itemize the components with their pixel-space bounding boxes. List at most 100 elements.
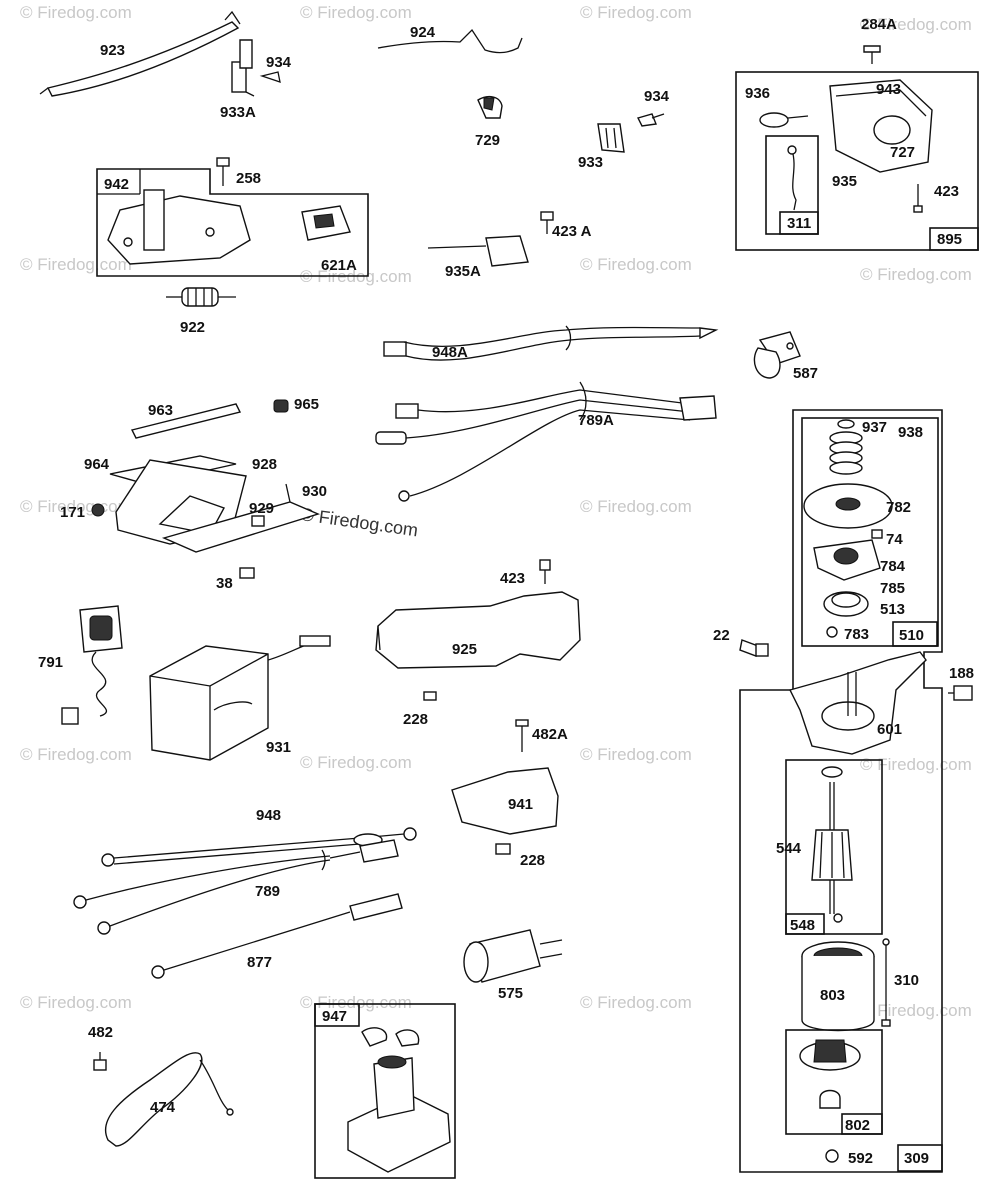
- assembly-548-box: [785, 759, 883, 935]
- watermark: © Firedog.com: [580, 745, 692, 764]
- label-877: 877: [247, 954, 272, 971]
- label-474: 474: [150, 1099, 176, 1116]
- part-929-screw-illustration: [251, 515, 265, 527]
- assembly-802-box: [785, 1029, 883, 1135]
- label-311: 311: [787, 215, 811, 232]
- label-947: 947: [322, 1008, 347, 1025]
- label-789A: 789A: [578, 412, 614, 429]
- label-928: 928: [252, 456, 277, 473]
- part-544-armature-illustration: [811, 766, 853, 923]
- label-933A: 933A: [220, 104, 256, 121]
- watermark: © Firedog.com: [860, 265, 972, 284]
- part-937-spring-illustration: [829, 431, 863, 475]
- part-931-battery-illustration: [149, 635, 331, 761]
- part-925-cover-illustration: [375, 559, 581, 669]
- watermark: © Firedog.com: [300, 3, 412, 22]
- part-783-illustration: [826, 626, 838, 638]
- part-934-screw-illustration: [259, 71, 281, 83]
- label-938: 938: [898, 424, 923, 441]
- part-74-screw-illustration: [871, 529, 883, 539]
- part-936-illustration: [759, 112, 809, 128]
- part-575-solenoid-illustration: [463, 929, 563, 983]
- mid-watermark: © Firedog.com: [299, 504, 419, 540]
- part-802-endcap-illustration: [799, 1039, 861, 1109]
- watermark: © Firedog.com: [580, 3, 692, 22]
- part-587-clip-illustration: [753, 331, 801, 379]
- label-930: 930: [302, 483, 327, 500]
- watermark: © Firedog.com: [860, 15, 972, 34]
- watermark: © Firedog.com: [20, 993, 132, 1012]
- label-802: 802: [845, 1117, 870, 1134]
- part-592-illustration: [825, 1149, 839, 1163]
- label-943: 943: [876, 81, 901, 98]
- part-228-screw-illustration: [423, 691, 437, 701]
- part-965-nut-illustration: [273, 399, 289, 413]
- part-782-disc-illustration: [803, 483, 893, 529]
- part-943-illustration: [829, 79, 933, 173]
- assembly-309-outline: [739, 409, 943, 1173]
- part-284A-screw-illustration: [863, 45, 881, 64]
- part-188-screw-illustration: [948, 685, 973, 701]
- watermark: © Firedog.com: [300, 993, 412, 1012]
- part-948A-wire-illustration: [383, 325, 719, 361]
- label-482A: 482A: [532, 726, 568, 743]
- label-727: 727: [890, 144, 915, 161]
- part-928-plate-illustration: [115, 459, 247, 545]
- label-964: 964: [84, 456, 110, 473]
- part-784-785-illustration: [813, 539, 881, 581]
- label-936: 936: [745, 85, 770, 102]
- label-621A: 621A: [321, 257, 357, 274]
- label-575: 575: [498, 985, 523, 1002]
- watermark: © Firedog.com: [860, 1001, 972, 1020]
- part-791-charger-illustration: [61, 605, 123, 725]
- label-965: 965: [294, 396, 319, 413]
- part-947-illustration: [347, 1027, 451, 1173]
- part-935A-illustration: [427, 211, 554, 267]
- watermark: © Firedog.com: [580, 497, 692, 516]
- label-258: 258: [236, 170, 261, 187]
- part-171-nut-illustration: [91, 503, 105, 517]
- part-482-screw-illustration: [93, 1052, 107, 1071]
- part-310-bolt-illustration: [881, 938, 891, 1027]
- label-791: 791: [38, 654, 63, 671]
- part-22-screw-illustration: [739, 639, 769, 657]
- part-963-illustration: [130, 403, 242, 439]
- label-310: 310: [894, 972, 919, 989]
- label-934: 934: [266, 54, 292, 71]
- label-922: 922: [180, 319, 205, 336]
- label-729: 729: [475, 132, 500, 149]
- label-948A: 948A: [432, 344, 468, 361]
- label-789: 789: [255, 883, 280, 900]
- part-621A-illustration: [301, 205, 351, 241]
- label-510: 510: [899, 627, 924, 644]
- part-941-cover-illustration: [451, 719, 559, 835]
- part-924-wire-illustration: [377, 28, 523, 54]
- label-934: 934: [644, 88, 670, 105]
- part-933A-illustration: [231, 39, 255, 97]
- label-924: 924: [410, 24, 436, 41]
- watermark: © Firedog.com: [20, 255, 132, 274]
- label-783: 783: [844, 626, 869, 643]
- part-938-ring-illustration: [837, 419, 855, 429]
- label-38: 38: [216, 575, 233, 592]
- part-38-screw-illustration: [239, 567, 255, 579]
- part-877-cable-illustration: [151, 893, 403, 979]
- part-311-wire-illustration: [787, 145, 797, 211]
- label-482: 482: [88, 1024, 113, 1041]
- label-423: 423: [500, 570, 525, 587]
- label-895: 895: [937, 231, 962, 248]
- label-803: 803: [820, 987, 845, 1004]
- assembly-942-box: [96, 168, 369, 277]
- label-941: 941: [508, 796, 533, 813]
- part-729-illustration: [477, 95, 503, 119]
- watermark: © Firedog.com: [580, 255, 692, 274]
- label-188: 188: [949, 665, 974, 682]
- label-309: 309: [904, 1150, 929, 1167]
- label-937: 937: [862, 419, 887, 436]
- label-544: 544: [776, 840, 802, 857]
- label-948: 948: [256, 807, 281, 824]
- part-933-illustration: [597, 123, 625, 153]
- label-782: 782: [886, 499, 911, 516]
- part-934-screw-illustration: [636, 113, 665, 127]
